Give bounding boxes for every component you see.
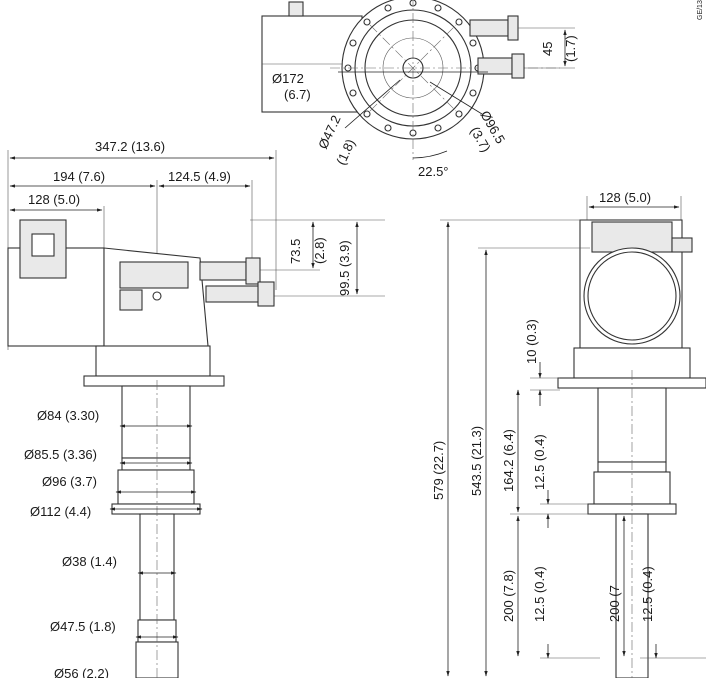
dim-total-579: 579 (22.7) xyxy=(431,441,446,500)
dim-height-99-5: 99.5 (3.9) xyxy=(337,240,352,296)
dim-height-200-b: 200 (7 xyxy=(607,585,622,622)
dim-dia-172: Ø172 xyxy=(272,71,304,86)
dim-dia-47-5: Ø47.5 (1.8) xyxy=(50,619,116,634)
dim-width-128: 128 (5.0) xyxy=(28,192,80,207)
dim-height-200-a: 200 (7.8) xyxy=(501,570,516,622)
top-view-fitting-upper xyxy=(469,19,509,37)
dim-height-12-5-b: 12.5 (0.4) xyxy=(532,566,547,622)
dim-height-73-5-in: (2.8) xyxy=(312,237,327,264)
dim-dia-112: Ø112 (4.4) xyxy=(30,504,91,519)
top-view-bolt-holes xyxy=(344,0,482,137)
side-fitting-upper xyxy=(199,261,247,281)
dim-height-164-2: 164.2 (6.4) xyxy=(501,429,516,492)
dim-front-width-128: 128 (5.0) xyxy=(599,190,651,205)
dim-angle: 22.5° xyxy=(418,164,449,179)
dim-dia-84: Ø84 (3.30) xyxy=(37,408,99,423)
dim-height-543-5: 543.5 (21.3) xyxy=(469,426,484,496)
dim-dia-85-5: Ø85.5 (3.36) xyxy=(24,447,97,462)
side-flange xyxy=(83,375,225,387)
dim-height-12-5-c: 12.5 (0.4) xyxy=(640,566,655,622)
dim-45: 45 xyxy=(540,42,555,56)
dim-dia-172-in: (6.7) xyxy=(284,87,311,102)
side-fitting-lower xyxy=(205,285,261,303)
side-view: 347.2 (13.6) 194 (7.6) 124.5 (4.9) 128 (… xyxy=(7,139,385,678)
side-shaft-96 xyxy=(117,469,195,505)
dim-dia-56: Ø56 (2.2) xyxy=(54,666,109,678)
side-nameplate xyxy=(119,289,143,311)
dim-45-in: (1.7) xyxy=(563,35,578,62)
top-view-connector xyxy=(288,1,304,17)
dim-overall-width: 347.2 (13.6) xyxy=(95,139,165,154)
side-shaft-84 xyxy=(121,385,191,459)
dim-height-10: 10 (0.3) xyxy=(524,319,539,364)
dim-dia-47-2-in: (1.8) xyxy=(333,137,358,168)
side-shaft-85-5 xyxy=(121,457,191,471)
dim-dia-38: Ø38 (1.4) xyxy=(62,554,117,569)
doc-id: GE/13 xyxy=(697,0,704,20)
dim-dia-96: Ø96 (3.7) xyxy=(42,474,97,489)
dim-width-124-5: 124.5 (4.9) xyxy=(168,169,231,184)
dim-width-194: 194 (7.6) xyxy=(53,169,105,184)
front-view: 128 (5.0) 579 (22.7) 543.5 (21.3) 10 (0.… xyxy=(431,190,706,678)
top-view: 45 (1.7) Ø172 (6.7) Ø47.2 (1.8) Ø96.5 (3… xyxy=(261,0,578,179)
dim-height-12-5-a: 12.5 (0.4) xyxy=(532,434,547,490)
dim-height-73-5: 73.5 xyxy=(288,239,303,264)
